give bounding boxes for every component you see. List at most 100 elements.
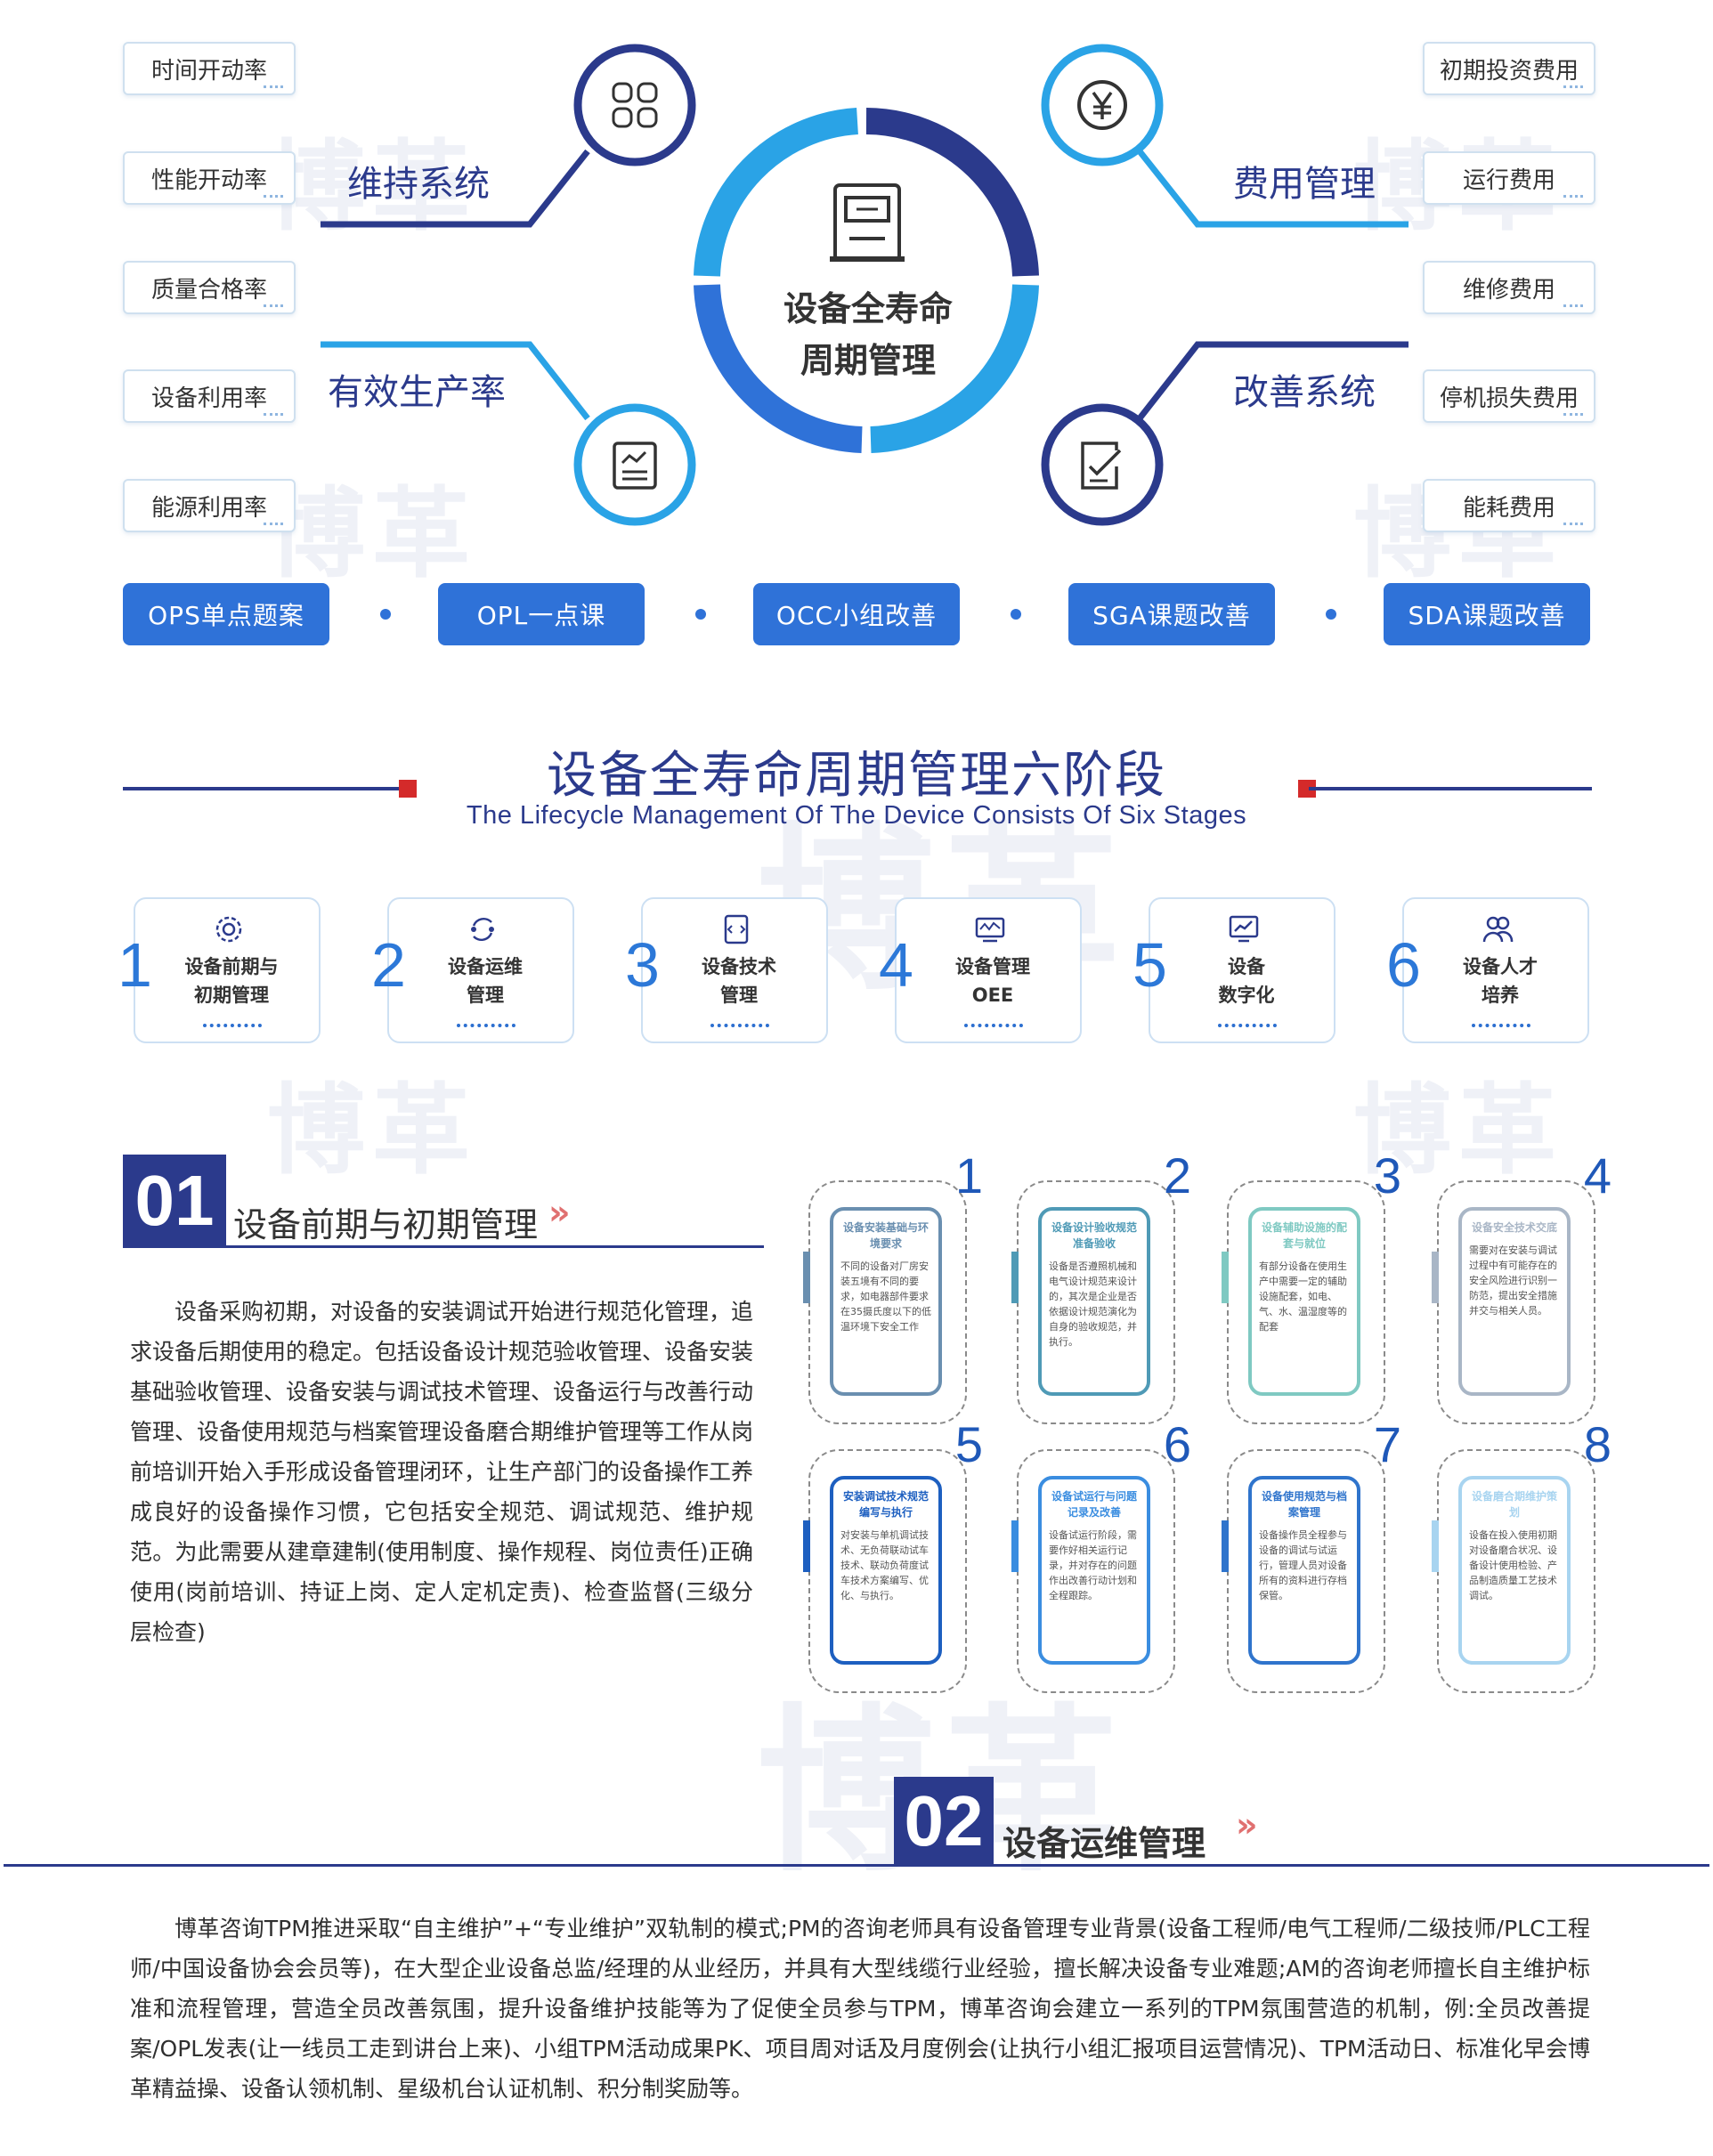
stage-card [641,897,828,1043]
chart-screen-icon [1229,915,1259,943]
stage-card [1149,897,1335,1043]
stage-number: 4 [879,930,913,1000]
step-number: 2 [1163,1147,1191,1204]
step-accent-bar [1222,1252,1229,1303]
section-02-title: 设备运维管理 [1003,1824,1206,1863]
step-accent-bar [803,1520,810,1572]
system-title-maintain: 维持系统 [347,164,490,205]
tag-occ: OCC小组改善 [753,583,960,645]
tag-sda: SDA课题改善 [1384,583,1590,645]
step-body: 有部分设备在使用生产中需要一定的辅助设施配套，如电、气、水、温湿度等的配套 [1259,1260,1347,1333]
stage-dots [964,1024,1023,1027]
section-01-body: 设备采购初期，对设备的安装调试开始进行规范化管理，追求设备后期使用的稳定。包括设… [130,1299,754,1645]
watermark: 博革 [1353,1074,1563,1187]
step-number: 6 [1163,1416,1191,1472]
step-body: 设备在投入使用初期对设备磨合状况、设备设计使用检验、产品制造质量工艺技术调试。 [1469,1529,1557,1601]
monitor-icon [975,917,1005,943]
stage-label: 设备技术管理 [702,956,776,1006]
device-icon [830,183,905,262]
chart-doc-icon [613,442,657,490]
six-stage-subtitle: The Lifecycle Management Of The Device C… [466,801,1247,830]
double-chevron-icon: » [1236,1805,1258,1844]
watermark: 博革 [267,1074,477,1187]
system-title-productivity: 有效生产率 [328,372,506,413]
step-number: 8 [1583,1416,1612,1472]
section-01-badge: 01 [123,1155,226,1247]
step-panel: 安装调试技术规范编写与执行对安装与单机调试技术、无负荷联动试车技术、联动负荷度试… [830,1476,942,1665]
tag-sga: SGA课题改善 [1068,583,1275,645]
section-02-rule [4,1864,1709,1867]
section-02-badge: 02 [894,1777,994,1866]
cycle-icon [471,917,494,942]
stage-label: 设备人才培养 [1463,956,1538,1006]
step-title: 设备安装基础与环境要求 [842,1221,929,1250]
step-body: 设备是否遵照机械和电气设计规范来设计的，其次是企业是否依据设计规范演化为自身的验… [1049,1260,1137,1348]
cost-label: 停机损失费用 [1423,369,1595,423]
step-card: 设备使用规范与档案管理设备操作员全程参与设备的调试与试运行，管理人员对设备所有的… [1222,1416,1401,1693]
metric-label: 设备利用率 [123,369,296,423]
yen-icon [1077,80,1127,130]
stage-number: 3 [625,930,660,1000]
divider-right-marker [1298,780,1316,798]
section-01-title: 设备前期与初期管理 [233,1205,539,1244]
step-panel: 设备安装基础与环境要求不同的设备对厂房安装五境有不同的要求，如电器部件要求在35… [830,1207,942,1396]
step-body: 设备操作员全程参与设备的调试与试运行，管理人员对设备所有的资料进行存档保管。 [1259,1529,1347,1601]
step-accent-bar [1011,1520,1019,1572]
metric-label: 性能开动率 [123,151,296,205]
step-number: 1 [954,1147,983,1204]
step-title: 设备试运行与问题记录及改善 [1051,1490,1137,1519]
code-doc-icon [724,914,749,944]
step-card: 设备辅助设施的配套与就位有部分设备在使用生产中需要一定的辅助设施配套，如电、气、… [1222,1147,1401,1424]
divider-left-marker [399,780,417,798]
stage-dots [710,1024,769,1027]
checklist-icon [1081,442,1122,490]
stage-dots [203,1024,262,1027]
step-panel: 设备磨合期维护策划设备在投入使用初期对设备磨合状况、设备设计使用检验、产品制造质… [1458,1476,1571,1665]
divider-left [123,787,406,790]
section-02-body: 博革咨询TPM推进采取“自主维护”+“专业维护”双轨制的模式;PM的咨询老师具有… [130,1916,1590,2102]
step-accent-bar [1222,1520,1229,1572]
step-body: 需要对在安装与调试过程中有可能存在的安全风险进行识别一防范，提出安全措施并交与相… [1469,1244,1557,1317]
system-title-improve: 改善系统 [1233,372,1376,413]
system-title-cost: 费用管理 [1233,164,1376,205]
step-title: 设备安全技术交底 [1471,1221,1557,1234]
cost-label: 维修费用 [1423,261,1595,314]
metric-label: 时间开动率 [123,42,296,95]
stage-label: 设备前期与初期管理 [184,956,279,1006]
stage-dots [457,1024,516,1027]
step-body: 对安装与单机调试技术、无负荷联动试车技术、联动负荷度试车技术方案编写、优化、与执… [840,1529,929,1601]
step-card: 设备试运行与问题记录及改善设备试运行阶段，需要作好相关运行记录，并对存在的问题作… [1011,1416,1191,1693]
step-title: 安装调试技术规范编写与执行 [842,1490,929,1519]
stage-number: 6 [1386,930,1421,1000]
step-title: 设备使用规范与档案管理 [1261,1490,1347,1519]
stage-card [387,897,574,1043]
step-number: 3 [1373,1147,1401,1204]
stage-label: 设备运维管理 [448,956,523,1006]
cost-label: 初期投资费用 [1423,42,1595,95]
stage-number: 1 [118,930,152,1000]
gear-icon [215,916,242,943]
step-accent-bar [1432,1252,1439,1303]
cost-label: 运行费用 [1423,151,1595,205]
step-accent-bar [803,1252,810,1303]
step-panel: 设备辅助设施的配套与就位有部分设备在使用生产中需要一定的辅助设施配套，如电、气、… [1248,1207,1360,1396]
stage-number: 5 [1133,930,1167,1000]
stage-label: 设备数字化 [1218,956,1275,1006]
step-panel: 设备安全技术交底需要对在安装与调试过程中有可能存在的安全风险进行识别一防范，提出… [1458,1207,1571,1396]
watermark: 博革 [267,477,477,591]
divider-right [1309,787,1592,790]
step-card: 设备安全技术交底需要对在安装与调试过程中有可能存在的安全风险进行识别一防范，提出… [1432,1147,1612,1424]
step-card: 设备设计验收规范准备验收设备是否遵照机械和电气设计规范来设计的，其次是企业是否依… [1011,1147,1191,1424]
separator-dot [1326,609,1336,620]
cost-label: 能耗费用 [1423,479,1595,532]
metric-label: 能源利用率 [123,479,296,532]
tag-ops: OPS单点题案 [123,583,329,645]
step-title: 设备设计验收规范准备验收 [1051,1221,1137,1250]
step-body: 设备试运行阶段，需要作好相关运行记录，并对存在的问题作出改善行动计划和全程跟踪。 [1049,1529,1137,1601]
stage-number: 2 [371,930,406,1000]
stage-card [895,897,1082,1043]
step-panel: 设备设计验收规范准备验收设备是否遵照机械和电气设计规范来设计的，其次是企业是否依… [1038,1207,1150,1396]
step-body: 不同的设备对厂房安装五境有不同的要求，如电器部件要求在35摄氏度以下的低温环境下… [840,1260,931,1333]
stage-card [1402,897,1589,1043]
